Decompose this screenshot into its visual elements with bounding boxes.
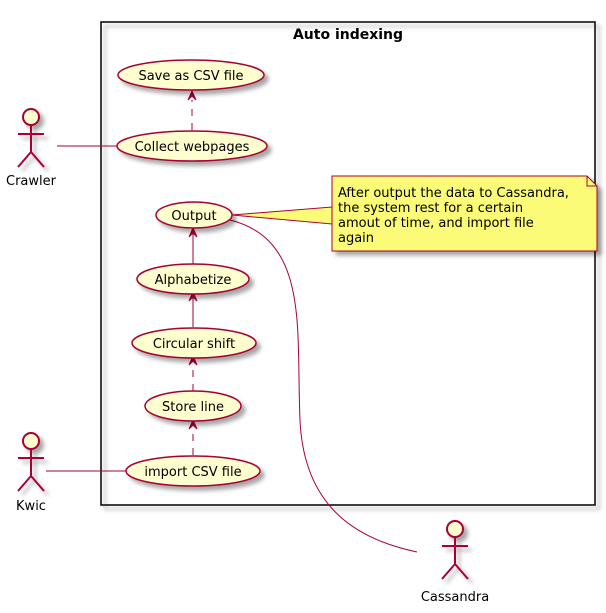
usecase-label: Collect webpages [135,140,250,155]
usecase-label: import CSV file [144,465,241,480]
usecase-label: Output [171,209,216,224]
actor-kwic[interactable]: Kwic [16,432,46,514]
edge-store-to-circular [188,354,198,391]
usecase-alphabetize[interactable]: Alphabetize [136,263,250,295]
edge-collect-to-save [187,89,197,130]
note: After output the data to Cassandra, the … [231,175,598,252]
note-line-1: After output the data to Cassandra, [338,186,569,201]
edge-circular-to-alphabetize [188,290,198,327]
note-line-2: the system rest for a certain [338,201,523,216]
usecase-import-csv[interactable]: import CSV file [125,455,261,487]
actor-cassandra[interactable]: Cassandra [421,520,489,605]
actor-label: Crawler [6,174,57,189]
actor-icon [17,108,45,168]
system-title: Auto indexing [293,27,403,43]
actor-icon [441,520,469,580]
note-line-4: again [338,231,374,246]
actor-label: Kwic [16,499,46,514]
usecase-label: Alphabetize [155,273,232,288]
usecase-collect-webpages[interactable]: Collect webpages [116,130,268,162]
edge-alphabetize-to-output [188,226,198,264]
usecase-save-as-csv[interactable]: Save as CSV file [117,59,265,91]
actor-icon [17,432,45,492]
usecase-output[interactable]: Output [155,201,233,229]
edge-output-to-cassandra [229,219,418,553]
actor-label: Cassandra [421,590,489,605]
usecase-store-line[interactable]: Store line [144,390,242,422]
edges [46,89,418,553]
usecase-label: Store line [162,400,224,415]
usecase-label: Circular shift [153,337,235,352]
edge-import-to-store [188,418,198,455]
actor-crawler[interactable]: Crawler [6,108,57,189]
usecase-label: Save as CSV file [138,69,243,84]
system-boundary: Auto indexing [100,21,596,506]
note-line-3: amout of time, and import file [338,216,534,231]
usecase-circular-shift[interactable]: Circular shift [131,327,257,359]
